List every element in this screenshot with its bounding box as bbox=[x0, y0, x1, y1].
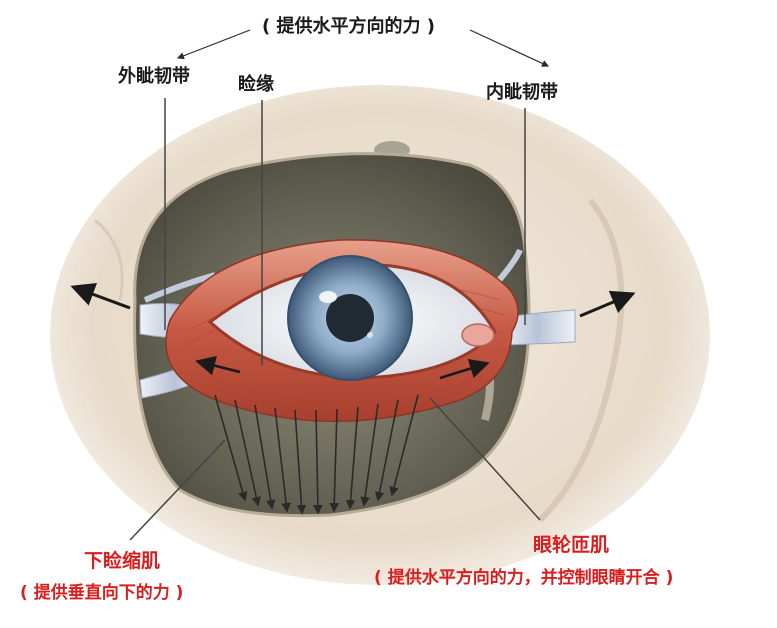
eyelid-margin-label: 睑缘 bbox=[238, 74, 274, 95]
lower-lid-retractor-note: ( 提供垂直向下的力 ) bbox=[20, 583, 184, 603]
lateral-force-arrow bbox=[70, 282, 131, 310]
muscle-arrow-left bbox=[195, 355, 241, 376]
muscle-arrow-right bbox=[439, 358, 490, 380]
orbicularis-pointer bbox=[429, 397, 541, 521]
top-note-right-leader bbox=[469, 29, 550, 67]
top-note-left-leader bbox=[176, 29, 251, 60]
lateral-canthal-tendon-label: 外眦韧带 bbox=[118, 66, 190, 87]
orbicularis-oculi-note: ( 提供水平方向的力，并控制眼睛开合 ) bbox=[374, 568, 674, 588]
eyeball bbox=[287, 255, 413, 381]
lower-lid-retractor-label: 下睑缩肌 bbox=[84, 550, 161, 572]
medial-force-arrow bbox=[579, 290, 636, 318]
orbicularis-oculi-label: 眼轮匝肌 bbox=[533, 534, 610, 556]
caruncle bbox=[461, 323, 495, 347]
retractor-pointer bbox=[129, 439, 226, 541]
retractor-arrows bbox=[214, 394, 419, 515]
medial-canthal-tendon-label: 内眦韧带 bbox=[486, 82, 558, 103]
top-note-label: ( 提供水平方向的力 ) bbox=[262, 16, 435, 37]
